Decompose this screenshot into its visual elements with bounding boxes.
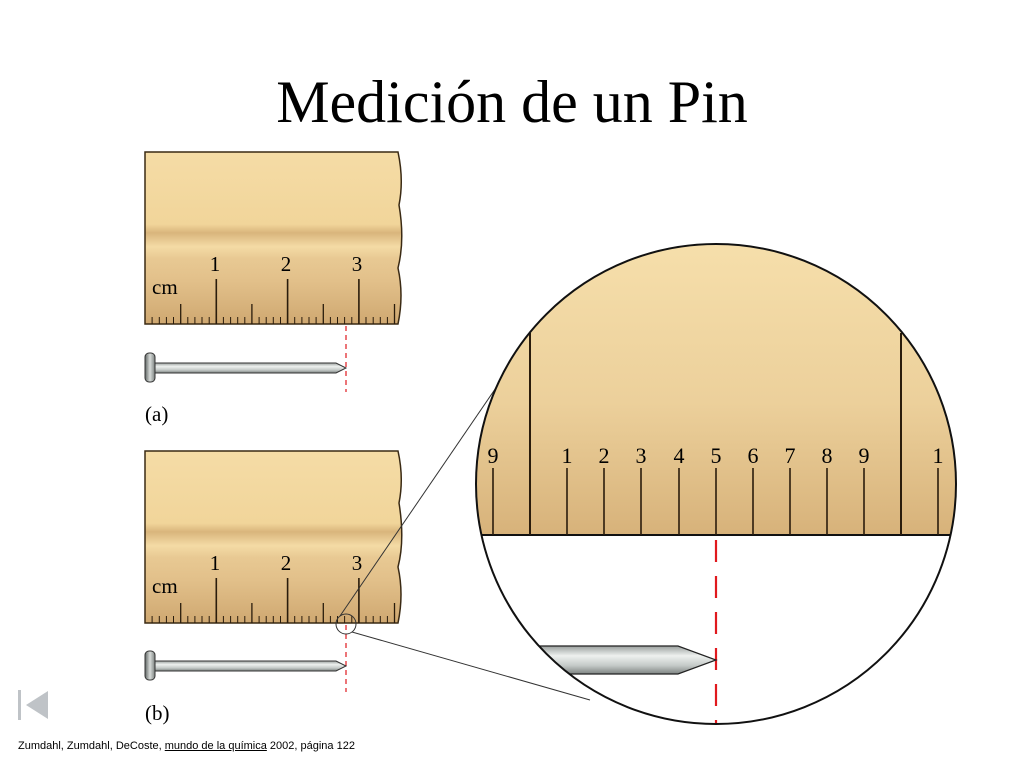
ruler-a-number-1: 1 [210, 252, 221, 276]
ruler-b-number-1: 1 [210, 551, 221, 575]
magnified-number: 6 [748, 443, 759, 468]
ruler-b-body [144, 450, 403, 624]
ruler-b-ticks [151, 578, 396, 623]
ruler-b-unit-label: cm [152, 574, 178, 598]
zoom-connector-bottom [351, 631, 591, 701]
slide-title: Medición de un Pin [276, 69, 748, 135]
magnified-number: 9 [859, 443, 870, 468]
magnified-number: 5 [711, 443, 722, 468]
magnified-ruler-ticks [492, 333, 939, 535]
ruler-a-number-3: 3 [352, 252, 363, 276]
caption-b: (b) [145, 701, 170, 725]
pin-b [144, 650, 348, 681]
magnified-ruler-numbers: 9 1 2 3 4 5 6 7 8 9 1 [488, 443, 944, 468]
magnified-number: 3 [636, 443, 647, 468]
ruler-a-body [144, 151, 403, 325]
ruler-a-ticks [151, 279, 396, 324]
pin-a [144, 352, 348, 383]
citation-book: mundo de la química [164, 740, 267, 752]
ruler-b: cm 1 2 3 [144, 450, 403, 624]
ruler-a: cm 1 2 3 [144, 151, 403, 325]
zoom-source-circle [335, 613, 357, 635]
ruler-a-number-2: 2 [281, 252, 292, 276]
magnified-pin-tip [476, 645, 718, 675]
magnified-number: 7 [785, 443, 796, 468]
citation-rest: 2002, página 122 [266, 740, 355, 752]
ruler-a-unit-label: cm [152, 275, 178, 299]
citation: Zumdahl, Zumdahl, DeCoste, mundo de la q… [18, 740, 355, 752]
magnified-number: 9 [488, 443, 499, 468]
citation-authors: Zumdahl, Zumdahl, DeCoste, [18, 740, 165, 752]
magnified-number: 1 [933, 443, 944, 468]
magnified-number: 4 [674, 443, 685, 468]
ruler-b-number-2: 2 [281, 551, 292, 575]
magnified-number: 8 [822, 443, 833, 468]
caption-a: (a) [145, 402, 168, 426]
skip-back-icon[interactable] [16, 688, 52, 722]
magnifier-circle: 9 1 2 3 4 5 6 7 8 9 1 [475, 243, 957, 725]
ruler-b-number-3: 3 [352, 551, 363, 575]
magnified-ruler-body [476, 244, 956, 535]
magnified-number: 1 [562, 443, 573, 468]
magnified-number: 2 [599, 443, 610, 468]
